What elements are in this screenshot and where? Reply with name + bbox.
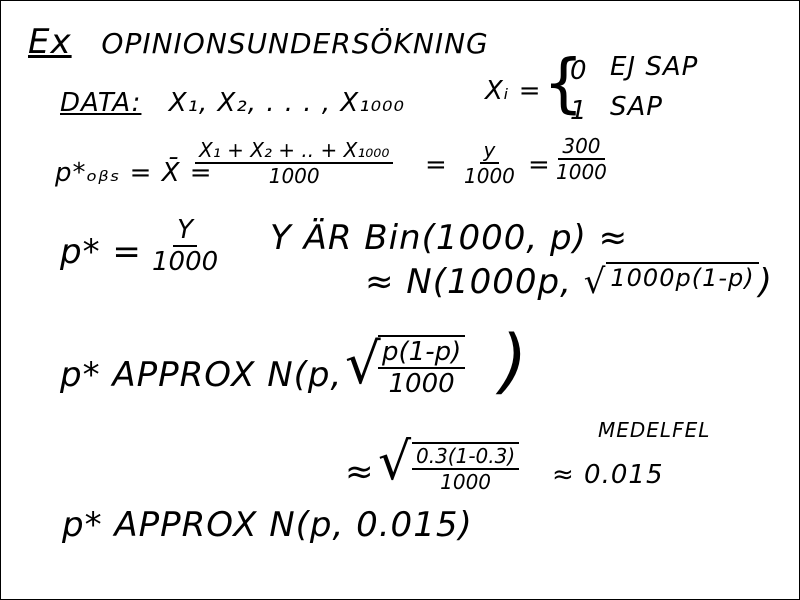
approx-lhs: p* APPROX N(p, <box>60 355 343 395</box>
se-numerator: 0.3(1-0.3) <box>412 444 520 470</box>
sqrt-icon: √ <box>345 332 381 397</box>
sqrt-content: 1000p(1-p) <box>606 262 759 302</box>
binomial-statement: Y ÄR Bin(1000, p) ≈ <box>270 218 629 258</box>
normal-approximation: ≈ N(1000p, √1000p(1-p)) <box>365 262 773 302</box>
estimator-fraction: Y 1000 <box>148 215 222 277</box>
obs-denominator: 1000 <box>268 164 320 188</box>
approx-sign: ≈ <box>345 452 375 492</box>
close-paren: ) <box>500 320 529 402</box>
equals: = <box>425 150 448 180</box>
value-fraction: 300 1000 <box>552 134 611 184</box>
variance-numerator: p(1-p) <box>378 337 466 369</box>
estimator-lhs: p* = <box>60 232 142 272</box>
obs-fraction: X₁ + X₂ + .. + X₁₀₀₀ 1000 <box>195 138 394 188</box>
y-denominator: 1000 <box>464 164 515 188</box>
heading-title: OPINIONSUNDERSÖKNING <box>101 27 489 60</box>
data-line: DATA: X₁, X₂, . . . , X₁₀₀₀ <box>60 88 405 118</box>
estimator-denominator: 1000 <box>152 247 219 277</box>
case0-value: 0 <box>570 56 588 86</box>
se-fraction: 0.3(1-0.3) 1000 <box>412 442 520 494</box>
variance-denominator: 1000 <box>388 369 455 399</box>
indicator-lhs: Xᵢ = <box>485 76 542 106</box>
heading: Ex OPINIONSUNDERSÖKNING <box>28 22 489 62</box>
data-values: X₁, X₂, . . . , X₁₀₀₀ <box>168 88 405 118</box>
case1-value: 1 <box>570 96 588 126</box>
estimator-numerator: Y <box>173 215 198 247</box>
value-denominator: 1000 <box>556 160 607 184</box>
close-paren: ) <box>758 262 773 302</box>
data-label: DATA: <box>60 88 142 118</box>
approx-line-1: p* APPROX N(p, <box>60 355 342 395</box>
case0-label: EJ SAP <box>610 52 699 82</box>
approx-line-2: p* APPROX N(p, 0.015) <box>62 505 473 545</box>
se-denominator: 1000 <box>440 470 492 494</box>
case1-label: SAP <box>610 92 663 122</box>
variance-fraction: p(1-p) 1000 <box>378 335 466 399</box>
heading-prefix: Ex <box>28 22 72 62</box>
sqrt-icon: √ <box>378 432 412 492</box>
y-numerator: y <box>479 138 500 164</box>
medelfel-label: MEDELFEL <box>598 418 711 442</box>
se-result: ≈ 0.015 <box>552 460 664 490</box>
equals: = <box>528 150 551 180</box>
value-numerator: 300 <box>558 134 605 160</box>
obs-numerator: X₁ + X₂ + .. + X₁₀₀₀ <box>195 138 394 164</box>
y-fraction: y 1000 <box>460 138 519 188</box>
obs-lhs: p*ₒᵦₛ = X̄ = <box>55 158 213 188</box>
normal-approx-text: ≈ N(1000p, <box>365 262 584 302</box>
